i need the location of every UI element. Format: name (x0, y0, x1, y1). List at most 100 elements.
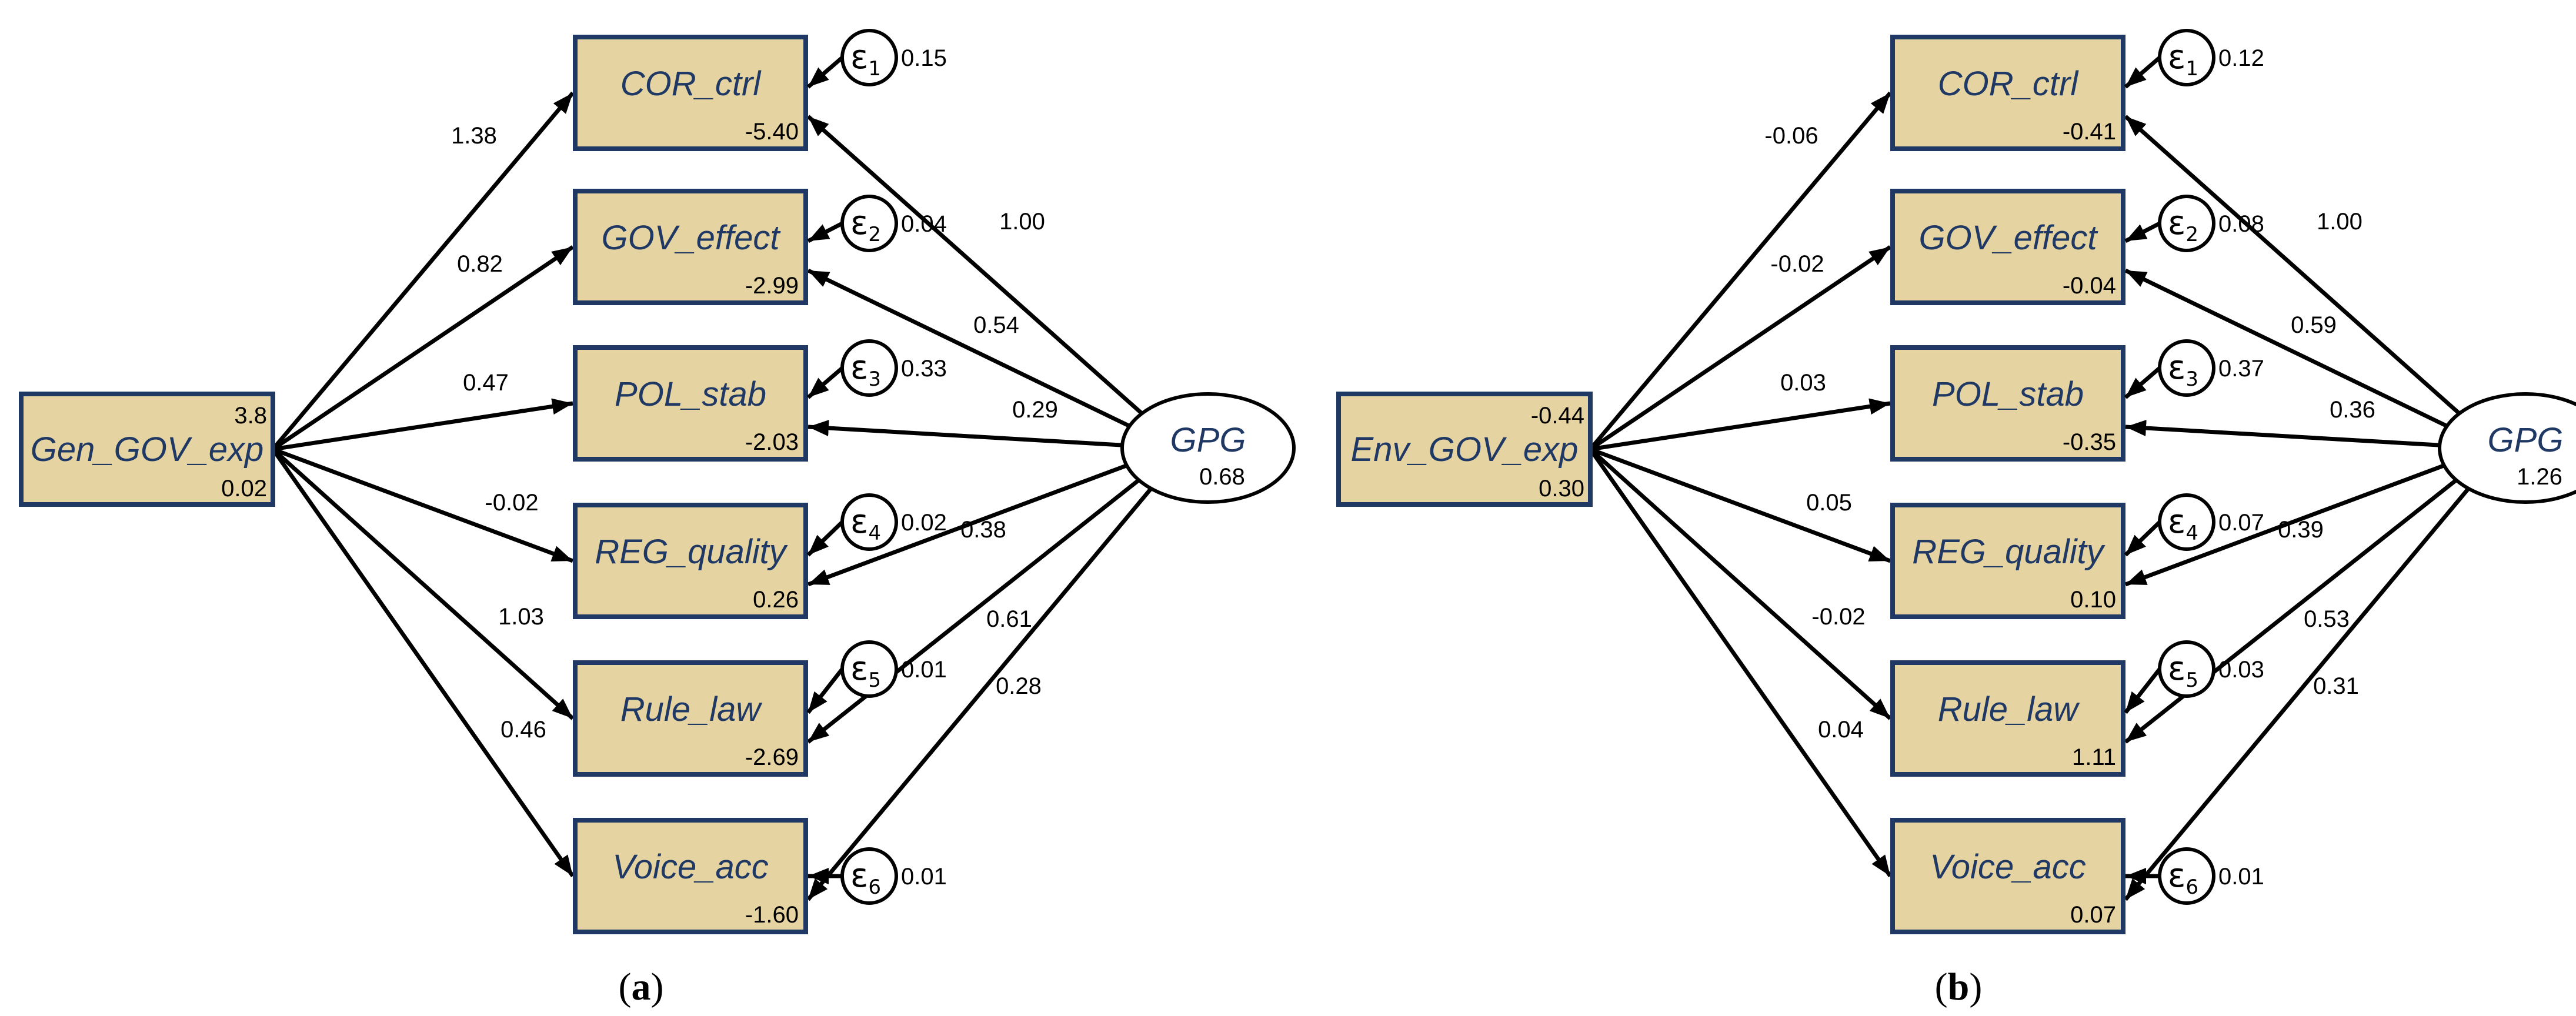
regression-coefficient: 0.82 (457, 251, 503, 277)
error-variance: 0.12 (2218, 45, 2264, 71)
error-subscript: 3 (868, 367, 881, 391)
indicator-intercept: 0.26 (753, 587, 799, 613)
error-subscript: 4 (2185, 522, 2198, 545)
indicator-name: Rule_law (620, 690, 763, 728)
loading-path-3 (807, 420, 1123, 447)
panel-b: COR_ctrl-0.41GOV_effect-0.04POL_stab-0.3… (1336, 29, 2576, 1008)
indicator-gov-effect: GOV_effect -2.99 (573, 189, 808, 305)
regression-path-2 (272, 245, 574, 451)
latent-variance: 0.68 (1199, 464, 1245, 490)
error-circle (840, 493, 898, 551)
indicator-name: REG_quality (1912, 533, 2105, 571)
regression-coefficient: 1.38 (451, 123, 497, 149)
indicator-box (1890, 503, 2125, 619)
regression-coefficient: 0.05 (1806, 490, 1852, 516)
indicator-box (1890, 660, 2125, 777)
error-circle (840, 847, 898, 905)
indicator-name: POL_stab (1932, 375, 2084, 413)
factor-loading: 0.39 (2278, 517, 2324, 543)
error-subscript: 3 (2185, 367, 2198, 391)
error-subscript: 6 (868, 875, 881, 899)
indicator-cor-ctrl: COR_ctrl-0.41 (1890, 35, 2125, 151)
indicator-box (573, 660, 808, 777)
regression-coefficient: -0.02 (1770, 251, 1824, 277)
error-circle (840, 29, 898, 86)
indicator-name: Rule_law (1938, 690, 2080, 728)
exogenous-box (1336, 392, 1593, 507)
error-circle (840, 640, 898, 698)
loading-path-4 (2124, 463, 2445, 587)
indicator-intercept: -2.69 (745, 744, 799, 770)
factor-loading: 0.61 (986, 606, 1032, 632)
regression-coefficient: 0.46 (500, 717, 546, 743)
panel-label: (a) (619, 965, 664, 1008)
error-variance: 0.02 (901, 510, 947, 536)
regression-path-3 (272, 398, 573, 452)
exogenous-name: Env_GOV_exp (1351, 430, 1579, 469)
latent-ellipse (1120, 392, 1296, 504)
factor-loading: 0.53 (2304, 606, 2350, 632)
indicator-reg-quality: REG_quality 0.10 (1890, 503, 2125, 619)
regression-path-5 (1589, 447, 1892, 720)
factor-loading: 0.31 (2313, 673, 2359, 699)
error-circle (2158, 493, 2215, 551)
indicator-box (1890, 35, 2125, 151)
exogenous-variance: 0.02 (221, 476, 267, 502)
regression-path-2 (1589, 245, 1891, 451)
regression-coefficient: 1.03 (498, 604, 544, 630)
error-circle (840, 339, 898, 397)
exogenous-mean: 3.8 (234, 403, 267, 429)
error-variance: 0.33 (901, 356, 947, 382)
error-path (806, 366, 844, 399)
indicator-intercept: 0.10 (2070, 587, 2116, 613)
error-variance: 0.07 (2218, 510, 2264, 536)
error-path (807, 221, 843, 243)
indicator-cor-ctrl: COR_ctrl-5.40 (573, 35, 808, 151)
indicator-name: COR_ctrl (1938, 65, 2080, 103)
loading-path-2 (807, 268, 1131, 428)
exogenous-name: Gen_GOV_exp (31, 430, 264, 469)
indicator-name: GOV_effect (601, 219, 781, 257)
indicator-name: Voice_acc (612, 848, 768, 886)
regression-path-6 (1589, 447, 1892, 878)
loading-path-3 (2125, 420, 2440, 447)
regression-coefficient: -0.06 (1764, 123, 1818, 149)
error-subscript: 2 (2185, 223, 2198, 246)
factor-loading: 0.38 (960, 517, 1006, 543)
error-subscript: 1 (2185, 57, 2198, 81)
loading-path-5 (2124, 478, 2458, 744)
error-path (2124, 667, 2161, 714)
error-subscript: 1 (868, 57, 881, 81)
regression-path-1 (271, 91, 575, 451)
indicator-box (573, 189, 808, 305)
factor-loading: 0.59 (2291, 312, 2337, 338)
indicator-intercept: -2.99 (745, 273, 799, 299)
error-variance: 0.01 (901, 864, 947, 890)
indicator-name: POL_stab (615, 375, 766, 413)
indicator-box (573, 35, 808, 151)
regression-path-5 (271, 447, 575, 720)
regression-path-1 (1589, 91, 1892, 451)
error-path (806, 56, 844, 89)
indicator-intercept: -2.03 (745, 429, 799, 455)
error-path (2124, 520, 2161, 557)
exogenous-variance: 0.30 (1539, 476, 1584, 502)
error-path (2124, 56, 2161, 89)
indicator-voice-acc: Voice_acc-1.60 (573, 818, 808, 934)
error-variance: 0.37 (2218, 356, 2264, 382)
indicator-intercept: -0.35 (2063, 429, 2116, 455)
regression-path-4 (1589, 447, 1891, 563)
indicator-intercept: 1.11 (2072, 744, 2116, 770)
